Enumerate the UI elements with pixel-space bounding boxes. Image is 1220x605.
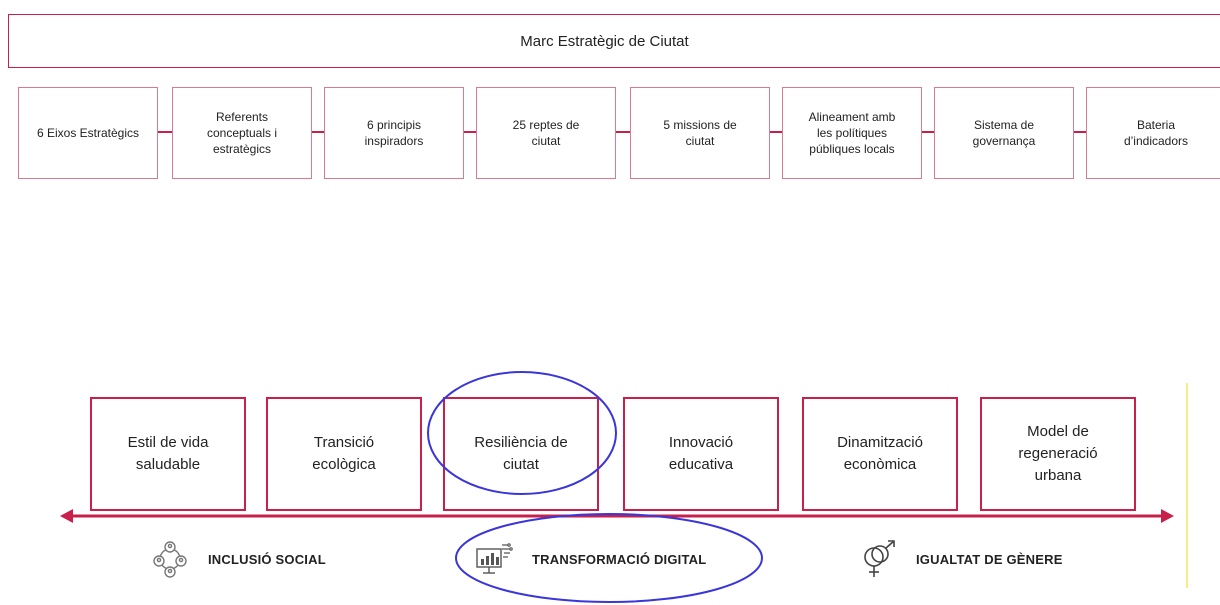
people-network-icon	[153, 541, 187, 578]
component-box-referents: Referents conceptuals i estratègics	[172, 87, 312, 179]
axis-box-resiliencia: Resiliència de ciutat	[443, 397, 599, 511]
component-box-principis: 6 principis inspiradors	[324, 87, 464, 179]
axis-box-dinamitzacio: Dinamització econòmica	[802, 397, 958, 511]
component-box-alineament: Alineament amb les polítiques públiques …	[782, 87, 922, 179]
gender-symbols-icon	[864, 540, 895, 577]
framework-title: Marc Estratègic de Ciutat	[520, 32, 689, 50]
side-divider	[1186, 383, 1188, 588]
digital-monitor-icon	[476, 543, 513, 574]
axis-box-estil-vida: Estil de vida saludable	[90, 397, 246, 511]
connector-line	[1074, 131, 1086, 133]
axis-box-regeneracio: Model de regeneració urbana	[980, 397, 1136, 511]
transversal-label: TRANSFORMACIÓ DIGITAL	[532, 551, 707, 567]
component-box-indicadors: Bateria d’indicadors	[1086, 87, 1220, 179]
double-arrow	[60, 509, 1174, 523]
connector-line	[770, 131, 782, 133]
connector-line	[464, 131, 476, 133]
connector-line	[616, 131, 630, 133]
framework-header: Marc Estratègic de Ciutat	[8, 14, 1220, 68]
axis-box-transicio: Transició ecològica	[266, 397, 422, 511]
connector-line	[158, 131, 172, 133]
transversal-digital: TRANSFORMACIÓ DIGITAL	[474, 537, 706, 581]
connector-line	[922, 131, 934, 133]
component-box-eixos: 6 Eixos Estratègics	[18, 87, 158, 179]
component-box-missions: 5 missions de ciutat	[630, 87, 770, 179]
component-box-reptes: 25 reptes de ciutat	[476, 87, 616, 179]
transversal-label: INCLUSIÓ SOCIAL	[208, 551, 326, 567]
transversal-igualtat: IGUALTAT DE GÈNERE	[858, 537, 1063, 581]
connector-line	[312, 131, 324, 133]
transversal-inclusio: INCLUSIÓ SOCIAL	[150, 537, 326, 581]
transversal-label: IGUALTAT DE GÈNERE	[916, 551, 1063, 567]
component-box-governanca: Sistema de governança	[934, 87, 1074, 179]
axis-box-innovacio: Innovació educativa	[623, 397, 779, 511]
